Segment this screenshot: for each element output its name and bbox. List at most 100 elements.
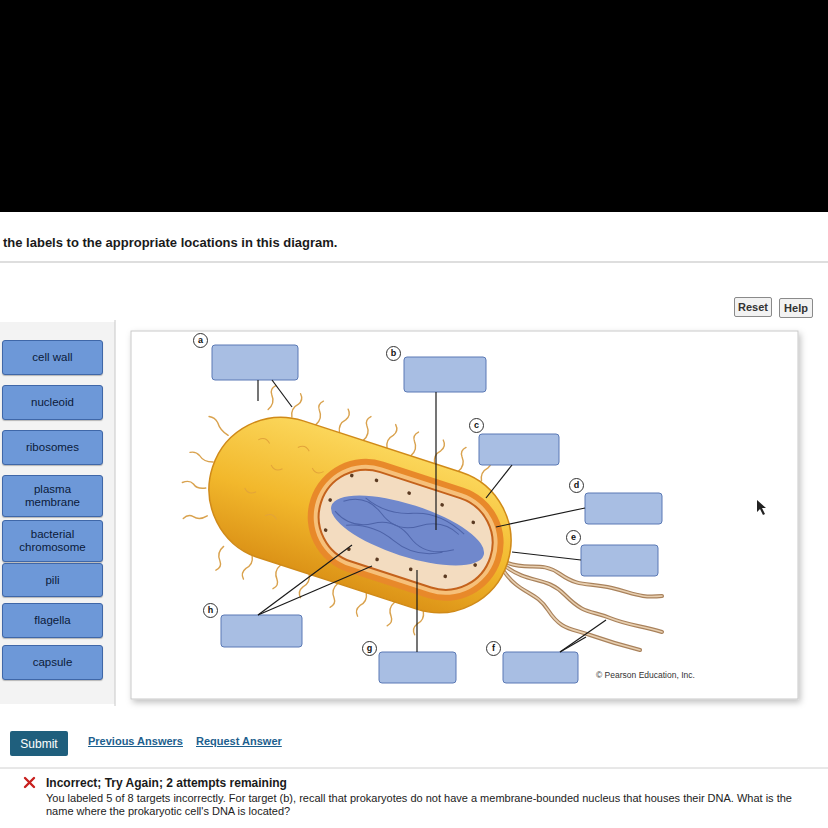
pilus [338, 408, 351, 433]
ribosome [408, 567, 413, 572]
pilus [214, 546, 227, 571]
pilus [271, 564, 284, 589]
pilus [205, 416, 232, 435]
label-bank [0, 322, 115, 704]
pilus [385, 601, 398, 626]
callout-letter: g [362, 641, 377, 656]
leader-line [416, 570, 417, 652]
drop-target [585, 493, 662, 524]
link: Request Answer [196, 735, 282, 747]
drop-target [581, 545, 658, 576]
label-chip: plasma membrane [2, 475, 103, 517]
instruction-title: the labels to the appropriate locations … [3, 235, 337, 250]
pilus [183, 509, 207, 525]
dna [332, 506, 455, 558]
incorrect-icon [25, 778, 34, 787]
drop-target [479, 434, 559, 465]
texture [270, 465, 282, 472]
texture [244, 488, 256, 495]
pilus [313, 400, 326, 425]
ribosome [350, 473, 355, 478]
leader-line [486, 465, 512, 498]
label-text: bacterial chromosome [7, 528, 98, 554]
pilus [182, 480, 206, 490]
pilus [408, 431, 421, 456]
leader-line [272, 380, 292, 407]
label-chip: ribosomes [2, 430, 103, 465]
leader-line [560, 620, 606, 652]
drop-target [404, 357, 486, 392]
label-text: plasma membrane [7, 483, 98, 509]
drop-target [379, 652, 456, 683]
leader-lines [258, 380, 606, 652]
dark-band [0, 0, 828, 212]
label-text: capsule [33, 656, 73, 669]
label-text: Reset [738, 301, 768, 313]
label-text: Submit [20, 737, 57, 751]
texture [311, 468, 323, 475]
label-text: nucleoid [31, 396, 74, 409]
drop-target [212, 345, 298, 380]
label-text: ribosomes [26, 441, 79, 454]
drop-targets [212, 345, 662, 683]
label-text: pili [45, 574, 59, 587]
label-chip: flagella [2, 603, 103, 638]
pilus [189, 451, 214, 463]
ribosome [375, 557, 380, 562]
label-text: flagella [34, 614, 70, 627]
nucleoid-region [323, 481, 491, 580]
diagram-panel [131, 331, 798, 699]
pilus [265, 385, 278, 410]
label-chip: cell wall [2, 340, 103, 375]
ribosome [440, 503, 445, 508]
flagellum-highlight [503, 570, 640, 650]
flagellum [503, 570, 640, 650]
drop-target [221, 615, 302, 647]
callout-letter: a [193, 333, 208, 348]
capsule-outer [190, 399, 529, 632]
label-text: Help [784, 302, 808, 314]
leader-line [257, 380, 258, 401]
dna-strands [331, 486, 467, 565]
pilus [290, 393, 303, 418]
callout-letter: e [566, 530, 581, 545]
submit-button: Submit [10, 731, 68, 756]
help-button: Help [779, 298, 813, 318]
callout-letter: b [386, 346, 401, 361]
ribosome [323, 528, 328, 533]
leader-line [512, 552, 581, 560]
x-stroke [25, 778, 34, 787]
x-stroke [25, 778, 34, 787]
callout-letter: h [203, 603, 218, 618]
leader-line [435, 392, 436, 530]
label-chip: pili [2, 563, 103, 597]
ribosome [473, 563, 478, 568]
pilus [361, 416, 374, 441]
pilus [241, 554, 254, 579]
link: Previous Answers [88, 735, 183, 747]
pilus [412, 610, 425, 635]
pilus [456, 447, 469, 472]
feedback-text: You labeled 5 of 8 targets incorrectly. … [46, 792, 822, 818]
ribosome [407, 491, 412, 496]
leader-line [496, 508, 585, 527]
leader-line [560, 637, 586, 652]
callout-letter: c [469, 418, 484, 433]
reset-button: Reset [734, 297, 772, 317]
ribosome [328, 498, 333, 503]
texture [298, 445, 310, 452]
cell-wall-layer [293, 444, 519, 616]
feedback-rule [0, 768, 828, 769]
texture [265, 513, 277, 520]
pilus [385, 424, 398, 449]
pilus [328, 583, 341, 608]
callout-letter: d [569, 478, 584, 493]
dna [364, 494, 467, 535]
drop-target [503, 652, 578, 683]
mouse-cursor [757, 500, 766, 515]
dna [345, 520, 443, 560]
wall-inner-layer [300, 451, 511, 608]
label-chip: bacterial chromosome [2, 520, 103, 562]
